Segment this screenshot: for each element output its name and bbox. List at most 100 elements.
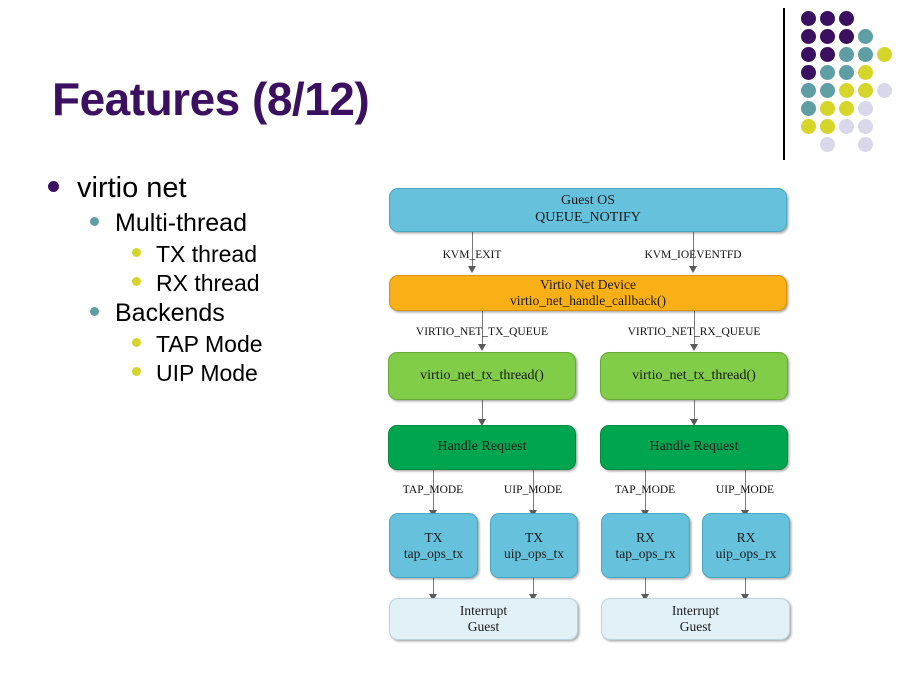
node-interrupt-guest-left[interactable]: Interrupt Guest [389,598,578,640]
decorative-dot-yellow [839,101,854,116]
decorative-dot-yellow [858,83,873,98]
decorative-dot-purple [801,29,816,44]
decorative-dot-purple [801,65,816,80]
decorative-dot-purple [820,47,835,62]
list-item: UIP Mode [132,360,378,387]
edge-label-virtio-net-tx-queue: VIRTIO_NET_TX_QUEUE [415,326,549,338]
node-guest-os-line1: Guest OS [560,193,616,209]
list-item: Multi-thread [90,209,378,238]
arrowhead-guest-to-device-left [467,266,476,273]
arrowhead-tx-thread-to-handle-left [477,419,486,426]
decorative-dot-lavender [858,101,873,116]
node-guest-os-line2: QUEUE_NOTIFY [535,210,641,225]
arrowhead-device-to-rx-thread [689,344,698,351]
decorative-dot-teal [839,47,854,62]
list-item: RX thread [132,270,378,297]
node-tx-tap-ops[interactable]: TX tap_ops_tx [389,513,478,578]
node-interrupt-guest-left-line1: Interrupt [459,603,508,619]
node-rx-tap-ops[interactable]: RX tap_ops_rx [601,513,690,578]
list-item: Backends [90,299,378,328]
edge-label-tap-mode-left: TAP_MODE [402,484,464,496]
edge-rx-uip-to-interrupt-right [745,578,746,596]
node-rx-uip-ops[interactable]: RX uip_ops_rx [702,513,790,578]
decorative-dot-yellow [801,119,816,134]
edge-guest-to-device-left [472,232,473,268]
decorative-dot-teal [801,83,816,98]
arrowhead-rx-thread-to-handle-right [689,419,698,426]
node-tx-thread[interactable]: virtio_net_tx_thread() [388,352,576,400]
bullet-dot-icon [132,338,141,347]
edge-guest-to-device-right [693,232,694,268]
node-tx-tap-ops-line2: tap_ops_tx [403,545,464,561]
node-rx-tap-ops-line2: tap_ops_rx [615,545,676,561]
edge-handle-right-to-rx-uip [745,470,746,512]
bullet-dot-icon [90,307,99,316]
decorative-vertical-rule [783,8,785,160]
edge-device-to-tx-thread [482,310,483,346]
node-tx-uip-ops-line2: uip_ops_tx [503,545,564,561]
edge-rx-tap-to-interrupt-right [645,578,646,596]
edge-rx-thread-to-handle-right [694,400,695,421]
node-interrupt-guest-right[interactable]: Interrupt Guest [601,598,790,640]
edge-handle-right-to-rx-tap [645,470,646,512]
decorative-dot-lavender [858,137,873,152]
edge-label-kvm-exit: KVM_EXIT [442,249,502,261]
list-item-label: Multi-thread [115,209,247,237]
list-item-label: virtio net [77,172,187,204]
node-tx-tap-ops-line1: TX [424,529,443,545]
list-item-label: Backends [115,299,225,327]
decorative-dot-yellow [839,83,854,98]
list-item: TAP Mode [132,331,378,358]
decorative-dot-purple [801,47,816,62]
list-item: TX thread [132,241,378,268]
bullet-dot-icon [132,367,141,376]
list-item-label: UIP Mode [156,360,258,386]
bullet-dot-icon [132,248,141,257]
edge-label-uip-mode-left: UIP_MODE [503,484,563,496]
edge-label-uip-mode-right: UIP_MODE [715,484,775,496]
edge-device-to-rx-thread [694,310,695,346]
decorative-dot-teal [820,65,835,80]
node-handle-request-right[interactable]: Handle Request [600,425,788,470]
arrowhead-device-to-tx-thread [477,344,486,351]
node-tx-uip-ops-line1: TX [525,529,543,545]
node-virtio-net-device-line1: Virtio Net Device [540,277,636,293]
node-virtio-net-device[interactable]: Virtio Net Device virtio_net_handle_call… [389,275,787,311]
edge-label-kvm-ioeventfd: KVM_IOEVENTFD [644,249,742,261]
decorative-dot-yellow [820,119,835,134]
decorative-dot-lavender [877,83,892,98]
page-title: Features (8/12) [52,73,370,125]
edge-label-virtio-net-rx-queue: VIRTIO_NET_RX_QUEUE [627,326,761,338]
node-guest-os[interactable]: Guest OS QUEUE_NOTIFY [389,188,787,232]
node-tx-thread-label: virtio_net_tx_thread() [420,367,544,383]
decorative-dot-lavender [858,119,873,134]
arrowhead-rx-tap-to-interrupt-right [640,594,649,601]
decorative-dot-lavender [839,119,854,134]
node-tx-uip-ops[interactable]: TX uip_ops_tx [490,513,578,578]
node-interrupt-guest-right-line1: Interrupt [671,603,720,619]
node-interrupt-guest-left-line2: Guest [467,619,500,634]
node-rx-uip-ops-line1: RX [736,529,756,545]
node-handle-request-left-label: Handle Request [437,439,527,455]
decorative-dot-lavender [820,137,835,152]
bullet-dot-icon [48,181,59,192]
arrowhead-tx-uip-to-interrupt-left [528,594,537,601]
node-rx-thread[interactable]: virtio_net_tx_thread() [600,352,788,400]
decorative-dot-yellow [858,65,873,80]
bullet-dot-icon [90,217,99,226]
decorative-dot-purple [820,11,835,26]
decorative-dot-yellow [877,47,892,62]
list-item-label: TAP Mode [156,331,263,357]
decorative-dot-purple [801,11,816,26]
edge-handle-left-to-tx-tap [433,470,434,512]
decorative-dot-yellow [820,101,835,116]
decorative-dot-teal [858,29,873,44]
node-handle-request-left[interactable]: Handle Request [388,425,576,470]
decorative-dot-teal [858,47,873,62]
node-interrupt-guest-right-line2: Guest [679,619,712,634]
arrowhead-tx-tap-to-interrupt-left [428,594,437,601]
decorative-dot-grid [801,11,896,156]
